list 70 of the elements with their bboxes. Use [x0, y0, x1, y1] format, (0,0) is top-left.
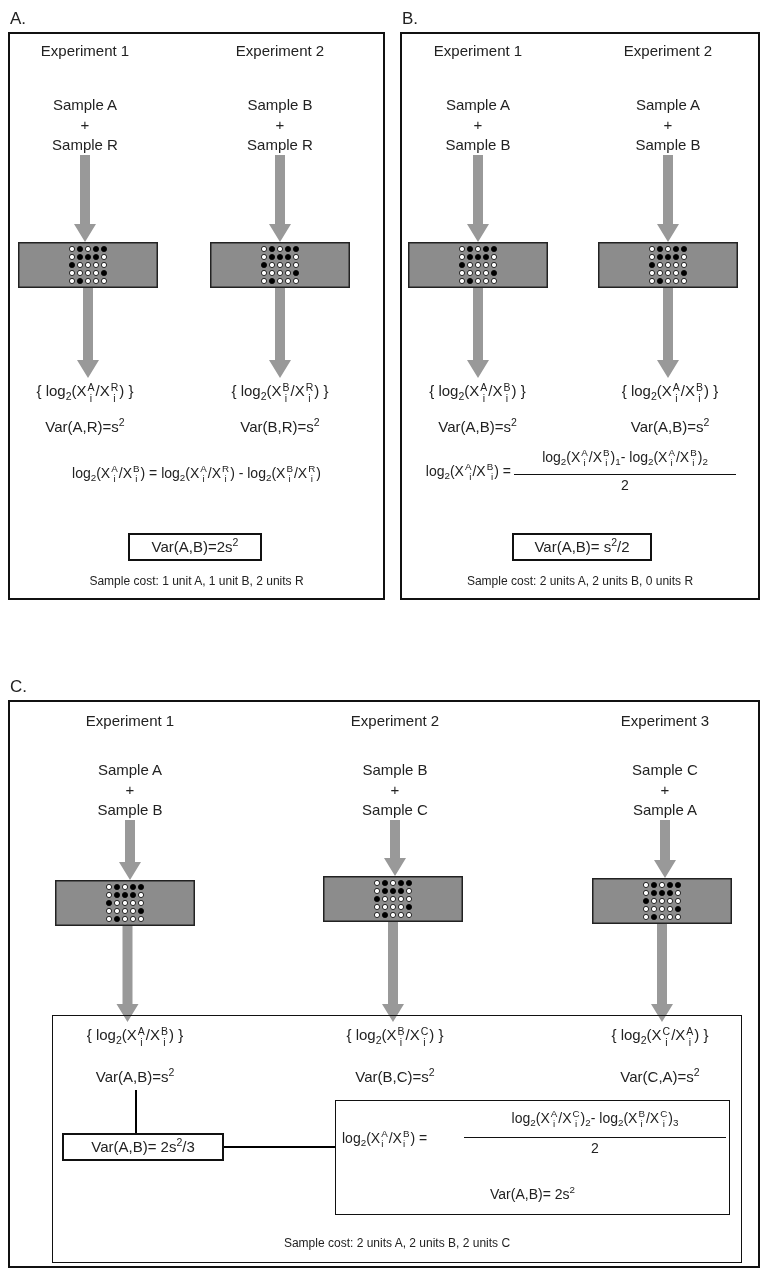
- sample-label: Sample A + Sample B: [608, 95, 728, 155]
- variance-text: Var(A,B)= 2s$^{2}$: [489, 1185, 576, 1203]
- sample-cost-note: Sample cost: 2 units A, 2 units B, 2 units C: [282, 1236, 512, 1251]
- arrow: [651, 924, 673, 1022]
- formula-text: { log$_{2}$(X$^{B}$$_{i}$/X$^{R}$$_{i}$) }: [230, 382, 330, 403]
- arrow: [384, 820, 406, 876]
- fraction-denominator: 2: [514, 474, 736, 494]
- panel-label: A.: [10, 9, 27, 30]
- sample-label: Sample A + Sample B: [418, 95, 538, 155]
- fraction-numerator: log$_{2}$(X$^{A}$$_{i}$/X$^{C}$$_{i}$)$_{2}$- log$_{2}$(X$^{B}$$_{i}$/X$^{C}$$_{i}$)$_{3}$: [510, 1109, 680, 1129]
- formula-text: { log$_{2}$(X$^{C}$$_{i}$/X$^{A}$$_{i}$) }: [610, 1026, 710, 1047]
- experiment-heading: Experiment 1: [84, 712, 176, 730]
- microarray-slide-drawing: [323, 876, 463, 922]
- arrow: [269, 288, 291, 378]
- arrow: [77, 288, 99, 378]
- formula-text: { log$_{2}$(X$^{A}$$_{i}$/X$^{B}$$_{i}$) }: [428, 382, 527, 403]
- sample-label: Sample A + Sample R: [25, 95, 145, 155]
- variance-text: Var(A,B)=s$^{2}$: [437, 417, 518, 436]
- microarray-slide-drawing: [598, 242, 738, 288]
- arrow: [657, 155, 679, 242]
- formula-text: { log$_{2}$(X$^{A}$$_{i}$/X$^{B}$$_{i}$) }: [85, 1026, 185, 1047]
- result-box: Var(A,B)= s$^{2}$/2: [512, 533, 652, 561]
- formula-text: log$_{2}$(X$^{A}$$_{i}$/X$^{B}$$_{i}$) =: [342, 1129, 429, 1149]
- experiment-heading: Experiment 2: [349, 712, 441, 730]
- arrow: [74, 155, 96, 242]
- microarray-slide-drawing: [55, 880, 195, 926]
- variance-text: Var(B,C)=s$^{2}$: [354, 1067, 436, 1086]
- formula-text: log$_{2}$(X$^{A}$$_{i}$/X$^{B}$$_{i}$) =: [424, 462, 511, 482]
- arrow: [467, 155, 489, 242]
- arrow: [382, 922, 404, 1022]
- formula-text: log$_{2}$(X$^{A}$$_{i}$/X$^{B}$$_{i}$) = log$_{2}$(X$^{A}$$_{i}$/X$^{R}$$_{i}$) - log$_{2}$(X$^{B}$$_{i}$/X$^{R}$$_{i}$): [71, 464, 322, 484]
- experiment-heading: Experiment 3: [619, 712, 711, 730]
- arrow: [657, 288, 679, 378]
- microarray-slide-drawing: [18, 242, 158, 288]
- formula-text: { log$_{2}$(X$^{B}$$_{i}$/X$^{C}$$_{i}$) }: [345, 1026, 445, 1047]
- panel-label: B.: [402, 9, 419, 30]
- fraction-numerator: log$_{2}$(X$^{A}$$_{i}$/X$^{B}$$_{i}$)$_{1}$- log$_{2}$(X$^{A}$$_{i}$/X$^{B}$$_{i}$)$_{2}$: [541, 448, 709, 468]
- results-frame: [52, 1015, 742, 1263]
- variance-text: Var(A,R)=s$^{2}$: [44, 417, 126, 436]
- experiment-heading: Experiment 2: [234, 42, 326, 60]
- result-box: Var(A,B)= 2s$^{2}$/3: [62, 1133, 224, 1161]
- formula-box: [335, 1100, 730, 1215]
- sample-cost-note: Sample cost: 1 unit A, 1 unit B, 2 units R: [88, 574, 305, 589]
- result-box: Var(A,B)=2s$^{2}$: [128, 533, 262, 561]
- variance-text: Var(A,B)=s$^{2}$: [629, 417, 711, 436]
- panel-label: C.: [10, 677, 27, 698]
- microarray-slide-drawing: [592, 878, 732, 924]
- sample-label: Sample A + Sample B: [70, 760, 190, 820]
- arrow: [116, 926, 139, 1022]
- arrow: [269, 155, 291, 242]
- experiment-heading: Experiment 1: [39, 42, 131, 60]
- experiment-heading: Experiment 2: [622, 42, 714, 60]
- fraction-denominator: 2: [464, 1137, 726, 1157]
- formula-text: { log$_{2}$(X$^{A}$$_{i}$/X$^{R}$$_{i}$) }: [35, 382, 135, 403]
- connector-line: [135, 1089, 137, 1134]
- arrow: [119, 820, 141, 880]
- sample-label: Sample C + Sample A: [605, 760, 725, 820]
- connector-line: [223, 1146, 336, 1148]
- experiment-heading: Experiment 1: [432, 42, 524, 60]
- variance-text: Var(C,A)=s$^{2}$: [619, 1067, 701, 1086]
- variance-text: Var(A,B)=s$^{2}$: [94, 1067, 176, 1086]
- sample-label: Sample B + Sample R: [220, 95, 340, 155]
- variance-text: Var(B,R)=s$^{2}$: [239, 417, 321, 436]
- arrow: [467, 288, 489, 378]
- formula-text: { log$_{2}$(X$^{A}$$_{i}$/X$^{B}$$_{i}$) }: [620, 382, 720, 403]
- sample-label: Sample B + Sample C: [335, 760, 455, 820]
- microarray-slide-drawing: [210, 242, 350, 288]
- sample-cost-note: Sample cost: 2 units A, 2 units B, 0 units R: [465, 574, 695, 589]
- microarray-slide-drawing: [408, 242, 548, 288]
- arrow: [654, 820, 676, 878]
